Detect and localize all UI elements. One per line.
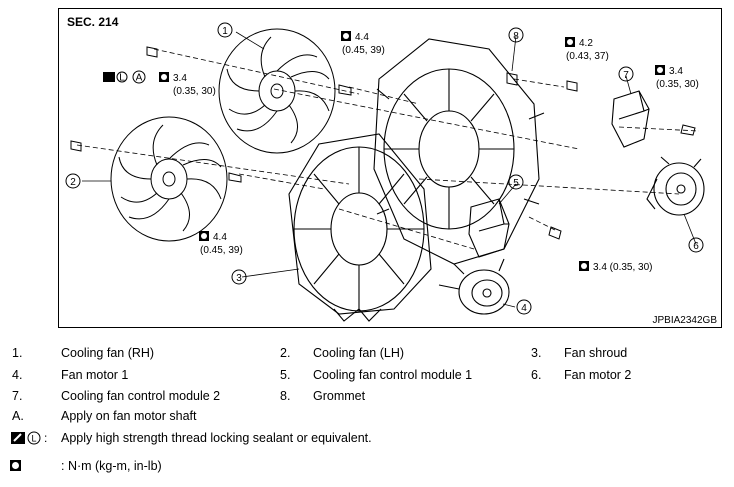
svg-text:L: L [119, 73, 125, 84]
fan-shroud-upper [373, 38, 545, 265]
torque-4-value: 3.4 [669, 66, 683, 77]
svg-text:L: L [31, 434, 36, 444]
fan-motor-1 [438, 258, 510, 315]
bolts [70, 46, 696, 240]
torque-2-value: 4.4 [355, 32, 369, 43]
legend-num-5: 5. [280, 368, 291, 382]
cooling-fan-lh [110, 116, 228, 242]
legend-text-4: Fan motor 1 [61, 368, 129, 382]
callout-8: 8 [513, 31, 519, 42]
callout-7: 7 [623, 70, 629, 81]
torque-labels: 3.4 (0.35, 30) 4.4 (0.45, 39) 4.2 (0.43,… [173, 32, 699, 273]
torque-1-units: (0.35, 30) [173, 86, 216, 97]
legend-text-5: Cooling fan control module 1 [313, 368, 473, 382]
sealant-symbol: L : [10, 430, 56, 449]
a-circle-icon [132, 70, 146, 84]
legend-a-text: Apply on fan motor shaft [61, 409, 197, 423]
torque-symbol [10, 459, 21, 473]
locking-l-icon [116, 71, 128, 83]
cooling-fan-rh [218, 28, 336, 154]
section-label: SEC. 214 [67, 15, 119, 29]
legend-text-3: Fan shroud [564, 346, 628, 360]
legend-num-6: 6. [531, 368, 542, 382]
sealant-icon [103, 72, 115, 82]
legend-num-3: 3. [531, 346, 542, 360]
callout-6: 6 [693, 241, 699, 252]
torque-legend-icon [10, 460, 21, 471]
callout-2: 2 [70, 177, 76, 188]
torque-3-units: (0.43, 37) [566, 51, 609, 62]
torque-1-value: 3.4 [173, 73, 187, 84]
legend-num-1: 1. [12, 346, 23, 360]
control-module-2 [611, 90, 650, 148]
figure-code: JPBIA2342GB [653, 315, 718, 326]
fan-motor-2 [646, 156, 705, 216]
torque-5-units: (0.45, 39) [200, 245, 243, 256]
legend-text-8: Grommet [313, 389, 366, 403]
legend-text-2: Cooling fan (LH) [313, 346, 405, 360]
sealant-l-icon: L : [11, 431, 47, 445]
legend-text-7: Cooling fan control module 2 [61, 389, 221, 403]
callout-3: 3 [236, 273, 242, 284]
legend-text-6: Fan motor 2 [564, 368, 632, 382]
torque-unit-text: : N·m (kg-m, in-lb) [61, 459, 162, 473]
fan-shroud [288, 133, 432, 322]
legend-num-8: 8. [280, 389, 291, 403]
torque-4-units: (0.35, 30) [656, 79, 699, 90]
legend-text-1: Cooling fan (RH) [61, 346, 155, 360]
callout-leaders [82, 31, 697, 308]
callout-4: 4 [521, 303, 527, 314]
exploded-diagram: SEC. 214 1 2 3 4 5 6 7 8 L A 3.4 (0.3 [58, 8, 722, 328]
sealant-text: Apply high strength thread locking seala… [61, 431, 372, 445]
torque-6-value: 3.4 (0.35, 30) [593, 262, 652, 273]
callout-numbers: 1 2 3 4 5 6 7 8 [70, 26, 699, 314]
torque-1-symbol: A [136, 73, 143, 84]
svg-text::: : [44, 431, 47, 445]
control-module-1 [468, 198, 510, 258]
legend-num-2: 2. [280, 346, 291, 360]
legend-num-7: 7. [12, 389, 23, 403]
assembly-lines [76, 48, 700, 250]
callout-5: 5 [513, 178, 519, 189]
callout-1: 1 [222, 26, 228, 37]
legend-num-4: 4. [12, 368, 23, 382]
torque-5-value: 4.4 [213, 232, 227, 243]
legend-a-label: A. [12, 409, 24, 423]
torque-2-units: (0.45, 39) [342, 45, 385, 56]
diagram-drawing: SEC. 214 1 2 3 4 5 6 7 8 L A 3.4 (0.3 [65, 15, 718, 326]
torque-3-value: 4.2 [579, 38, 593, 49]
callout-circles [65, 22, 704, 315]
